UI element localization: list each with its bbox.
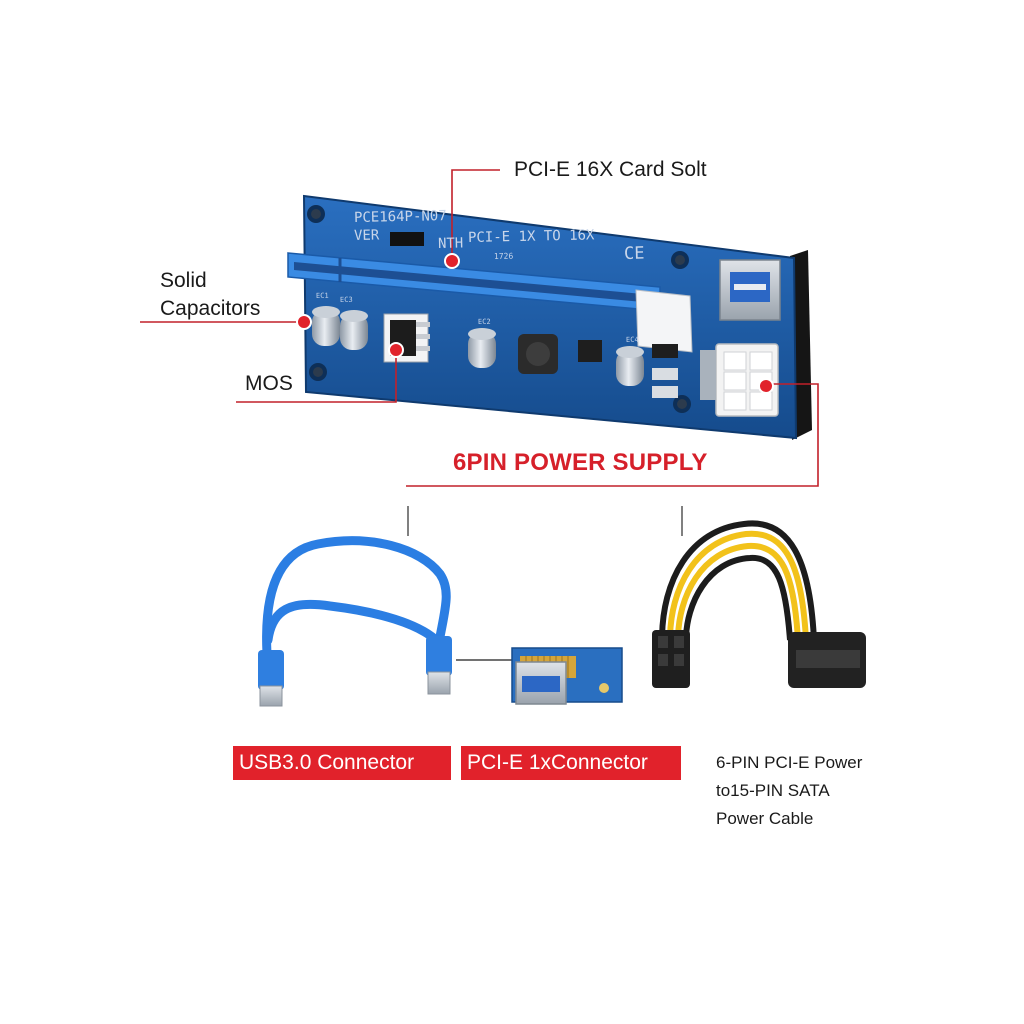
power-callout-line — [406, 383, 819, 487]
silk-part-number: PCE164P-N07 — [353, 208, 447, 226]
usb-port — [719, 259, 781, 321]
silk-tag: EC1 — [315, 291, 329, 300]
pcie-16x-slot — [287, 252, 661, 312]
callout-dots — [296, 253, 774, 394]
silk-ce-mark: CE — [623, 243, 645, 264]
slot-marker-icon — [444, 253, 460, 269]
capacitor-marker-icon — [296, 314, 312, 330]
silk-tag: EC2 — [477, 317, 491, 326]
silk-tag: EC4 — [625, 335, 639, 344]
silk-date-code: 1726 — [493, 251, 514, 261]
pcie-x1-adapter-image — [511, 647, 623, 705]
slot-latch — [635, 289, 693, 353]
smd-parts — [652, 386, 678, 398]
smd-parts — [652, 368, 678, 380]
solid-capacitors — [312, 306, 644, 386]
slot-callout-line — [451, 169, 500, 260]
power-connector-6pin — [700, 343, 779, 417]
mounting-holes — [307, 205, 691, 413]
silk-tag: EC3 — [339, 295, 353, 304]
ic-chip — [578, 340, 602, 362]
usb-connector-tag: USB3.0 Connector — [233, 746, 451, 780]
callout-lines — [140, 169, 819, 487]
silk-version: VER — [353, 227, 380, 244]
power-cable-description: 6-PIN PCI-E Power to15-PIN SATA Power Ca… — [716, 753, 863, 828]
power-supply-callout-label: 6PIN POWER SUPPLY — [453, 449, 708, 476]
silk-nth: NTH — [437, 235, 464, 252]
silk-model: PCI-E 1X TO 16X — [467, 227, 595, 246]
riser-board-image — [287, 194, 812, 440]
ic-chip — [652, 344, 678, 358]
power-marker-icon — [758, 378, 774, 394]
pcie-1x-connector-tag: PCI-E 1xConnector — [461, 746, 681, 780]
mos-callout-line — [236, 352, 397, 403]
sata-power-cable-image — [652, 520, 866, 688]
inductor — [518, 334, 558, 374]
capacitor-callout-label: Solid Capacitors — [160, 269, 261, 320]
mos-callout-label: MOS — [245, 372, 293, 395]
redacted-mark — [390, 232, 424, 246]
slot-callout-label: PCI-E 16X Card Solt — [514, 158, 707, 181]
usb-cable-image — [258, 536, 452, 707]
mos-marker-icon — [388, 342, 404, 358]
